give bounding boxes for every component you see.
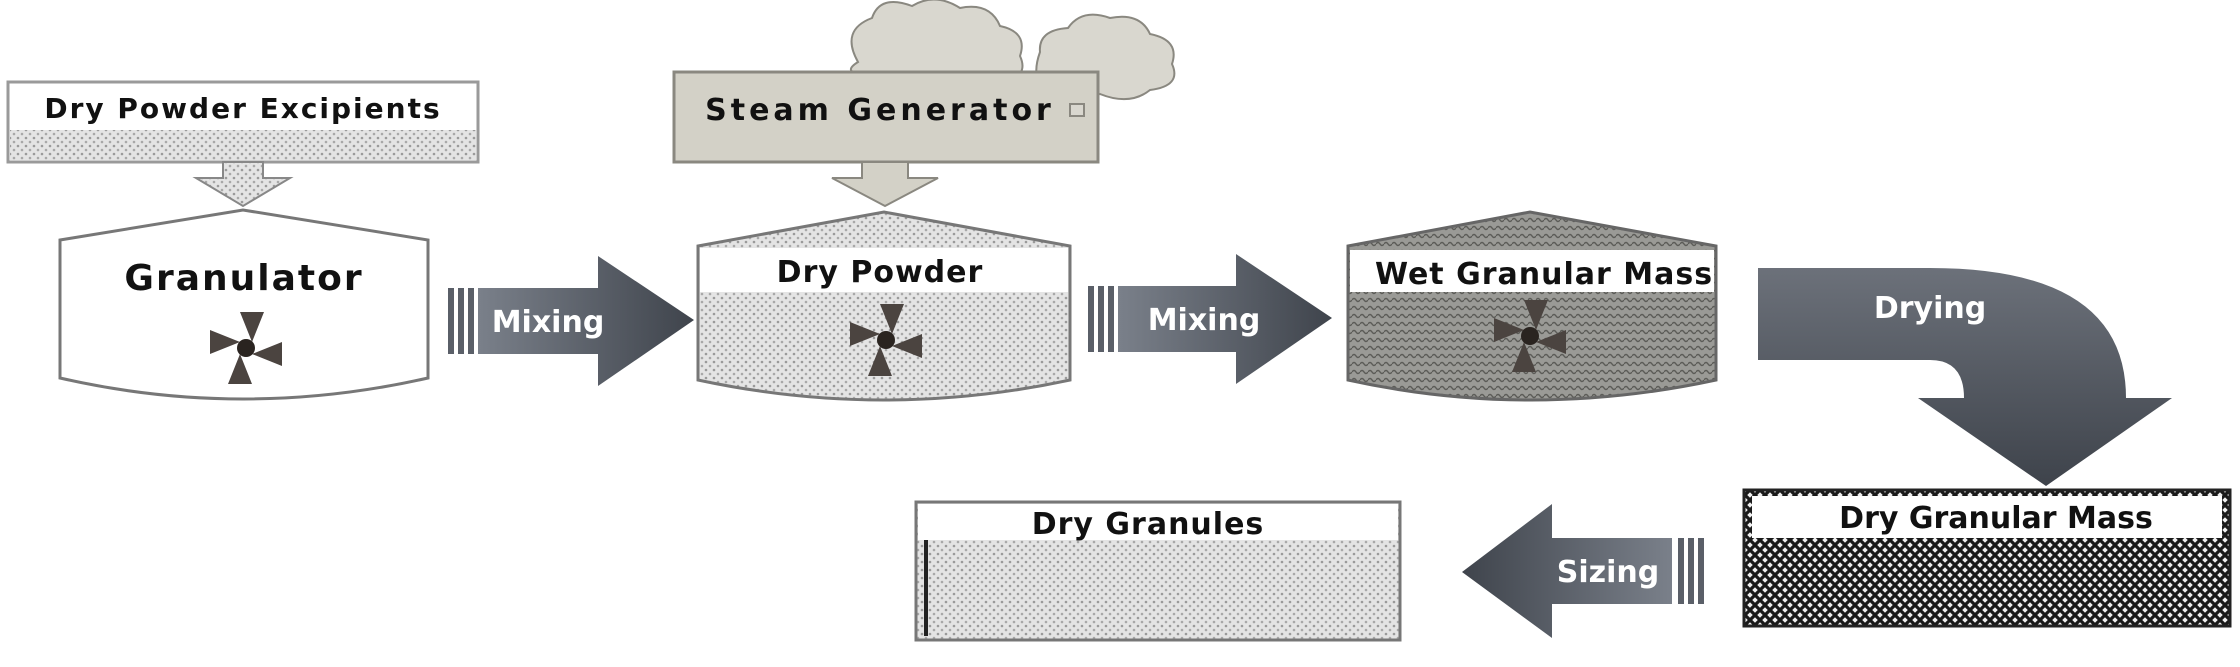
dry-granular-mass-label: Dry Granular Mass bbox=[1839, 501, 2153, 536]
impeller-icon bbox=[1494, 300, 1566, 372]
granulator-vessel: Granulator bbox=[58, 208, 430, 401]
granulator-label: Granulator bbox=[124, 258, 363, 299]
wet-mass-label: Wet Granular Mass bbox=[1375, 257, 1713, 292]
impeller-icon bbox=[850, 304, 922, 376]
dry-granular-mass-box: Dry Granular Mass bbox=[1742, 488, 2232, 628]
dry-granules-box: Dry Granules bbox=[914, 500, 1402, 642]
mixing-label-1: Mixing bbox=[492, 305, 605, 340]
dry-granules-label: Dry Granules bbox=[1032, 507, 1265, 542]
excipients-box: Dry Powder Excipients bbox=[6, 80, 480, 164]
impeller-icon bbox=[210, 312, 282, 384]
wet-mass-vessel: Wet Granular Mass bbox=[1346, 210, 1718, 402]
dry-powder-label: Dry Powder bbox=[777, 255, 984, 290]
steam-feed-arrow bbox=[831, 161, 939, 208]
sizing-label: Sizing bbox=[1557, 555, 1659, 590]
drying-label: Drying bbox=[1874, 291, 1986, 326]
steam-label: Steam Generator bbox=[705, 93, 1055, 128]
mixing-arrow-2: Mixing bbox=[1088, 254, 1332, 384]
mixing-arrow-1: Mixing bbox=[448, 256, 694, 386]
sizing-arrow: Sizing bbox=[1462, 504, 1704, 638]
steam-generator-box: Steam Generator bbox=[672, 70, 1100, 164]
excipients-feed-arrow bbox=[192, 161, 294, 208]
excipients-label: Dry Powder Excipients bbox=[44, 92, 441, 125]
dry-powder-vessel: Dry Powder bbox=[696, 210, 1072, 402]
mixing-label-2: Mixing bbox=[1148, 303, 1261, 338]
drying-arrow: Drying bbox=[1758, 268, 2172, 486]
